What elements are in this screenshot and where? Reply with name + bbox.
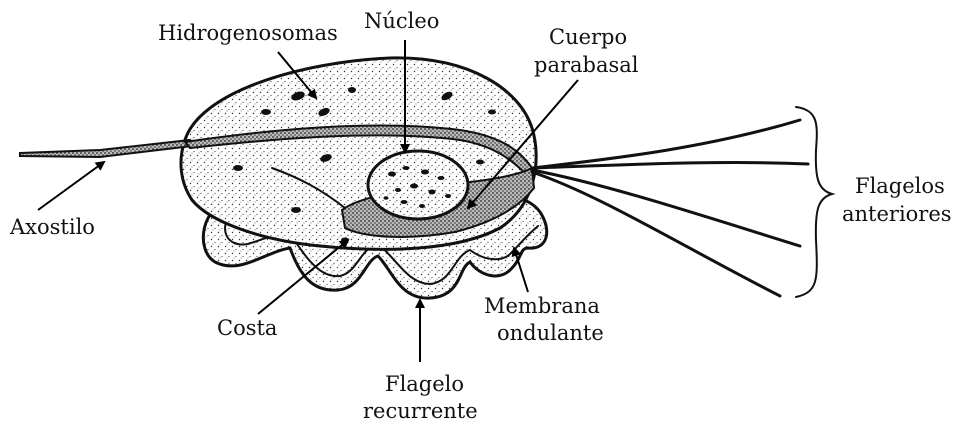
label-flagelo-line2: recurrente bbox=[363, 399, 478, 423]
label-flagelo-line1: Flagelo bbox=[385, 372, 464, 396]
brace bbox=[796, 107, 832, 297]
label-nucleo: Núcleo bbox=[364, 9, 439, 33]
label-hidrogenosomas: Hidrogenosomas bbox=[158, 21, 338, 45]
label-cuerpo-line2: parabasal bbox=[534, 53, 639, 77]
label-membrana-line2: ondulante bbox=[497, 321, 604, 345]
label-flagelos-line1: Flagelos bbox=[855, 174, 945, 198]
nucleus bbox=[368, 151, 468, 219]
label-membrana-line1: Membrana bbox=[484, 294, 600, 318]
label-flagelos-line2: anteriores bbox=[842, 202, 952, 226]
axostyle bbox=[20, 140, 192, 157]
label-axostilo: Axostilo bbox=[9, 215, 95, 239]
label-cuerpo-line1: Cuerpo bbox=[549, 25, 627, 49]
label-costa: Costa bbox=[217, 316, 277, 340]
anterior-flagella bbox=[532, 120, 808, 296]
